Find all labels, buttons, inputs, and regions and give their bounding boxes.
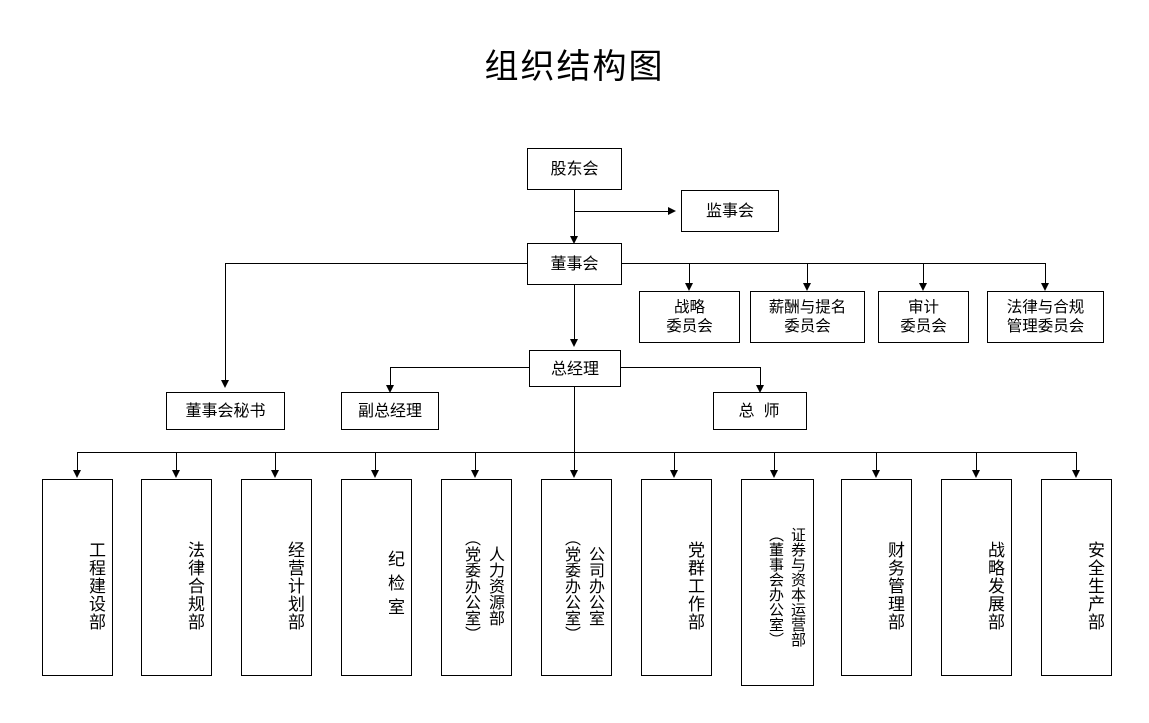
- node-board-secretary[interactable]: 董事会秘书: [166, 392, 285, 430]
- connector-gm-to-chief-h: [620, 367, 761, 369]
- arrowhead-dept-9: [872, 470, 880, 478]
- connector-dept-drop-11: [1076, 452, 1078, 474]
- connector-board-to-secretary-h: [225, 263, 528, 265]
- arrowhead-dept-4: [371, 470, 379, 478]
- node-department-securities-capital-operation[interactable]: 证券与资本运营部 （董事会办公室）: [741, 479, 814, 686]
- connector-gm-to-deputy-v: [390, 367, 392, 389]
- connector-dept-drop-1: [77, 452, 79, 474]
- connector-board-to-gm: [574, 285, 576, 343]
- arrowhead-to-chief-engineer: [756, 385, 764, 393]
- arrowhead-committee-2: [803, 283, 811, 291]
- connector-dept-drop-9: [876, 452, 878, 474]
- connector-dept-drop-3: [275, 452, 277, 474]
- node-committee-strategy[interactable]: 战略 委员会: [639, 291, 740, 343]
- connector-shareholders-to-board: [574, 190, 576, 241]
- connector-committee-drop-3: [923, 263, 925, 287]
- node-chief-engineer[interactable]: 总 师: [713, 392, 807, 430]
- arrowhead-dept-10: [972, 470, 980, 478]
- arrowhead-shareholders-to-board: [570, 236, 578, 244]
- arrowhead-to-board-secretary: [221, 380, 229, 388]
- connector-gm-to-chief-v: [760, 367, 762, 389]
- arrowhead-dept-5: [471, 470, 479, 478]
- connector-trunk-to-supervisors: [574, 211, 671, 213]
- connector-dept-drop-2: [176, 452, 178, 474]
- arrowhead-to-deputy-gm: [386, 385, 394, 393]
- arrowhead-dept-8: [770, 470, 778, 478]
- node-department-safety-production[interactable]: 安全生产部: [1041, 479, 1112, 676]
- node-department-party-mass-work[interactable]: 党群工作部: [641, 479, 712, 676]
- arrowhead-dept-6: [570, 470, 578, 478]
- connector-board-to-secretary-v: [225, 263, 227, 384]
- connector-committee-drop-1: [689, 263, 691, 287]
- node-department-human-resources[interactable]: 人力资源部 （党委办公室）: [441, 479, 512, 676]
- connector-dept-drop-4: [375, 452, 377, 474]
- connector-dept-drop-10: [976, 452, 978, 474]
- node-committee-audit[interactable]: 审计 委员会: [878, 291, 969, 343]
- page-title: 组织结构图: [484, 47, 665, 87]
- node-department-company-office[interactable]: 公司办公室 （党委办公室）: [541, 479, 612, 676]
- node-committee-legal-compliance[interactable]: 法律与合规 管理委员会: [987, 291, 1104, 343]
- arrowhead-dept-11: [1072, 470, 1080, 478]
- connector-board-to-committees-bus: [621, 263, 1046, 265]
- connector-dept-drop-8: [774, 452, 776, 474]
- node-shareholders-meeting[interactable]: 股东会: [527, 148, 622, 190]
- node-department-strategic-development[interactable]: 战略发展部: [941, 479, 1012, 676]
- connector-dept-drop-6: [574, 452, 576, 474]
- connector-committee-drop-4: [1045, 263, 1047, 287]
- node-board-of-supervisors[interactable]: 监事会: [681, 190, 779, 232]
- connector-dept-drop-7: [674, 452, 676, 474]
- arrowhead-dept-7: [670, 470, 678, 478]
- node-general-manager[interactable]: 总经理: [529, 350, 621, 387]
- node-department-business-planning[interactable]: 经营计划部: [241, 479, 312, 676]
- node-committee-compensation-nomination[interactable]: 薪酬与提名 委员会: [750, 291, 865, 343]
- connector-gm-to-deputy-h: [390, 367, 530, 369]
- connector-committee-drop-2: [807, 263, 809, 287]
- arrowhead-committee-4: [1041, 283, 1049, 291]
- arrowhead-dept-3: [271, 470, 279, 478]
- node-department-engineering-construction[interactable]: 工程建设部: [42, 479, 113, 676]
- connector-gm-to-department-bus: [574, 387, 576, 453]
- arrowhead-board-to-gm: [570, 339, 578, 347]
- arrowhead-dept-1: [73, 470, 81, 478]
- node-deputy-general-manager[interactable]: 副总经理: [341, 392, 439, 430]
- node-department-discipline-inspection-office[interactable]: 纪检室: [341, 479, 412, 676]
- arrowhead-to-supervisors: [668, 207, 676, 215]
- arrowhead-committee-3: [919, 283, 927, 291]
- arrowhead-dept-2: [172, 470, 180, 478]
- department-bus-line: [77, 452, 1077, 454]
- connector-dept-drop-5: [475, 452, 477, 474]
- node-board-of-directors[interactable]: 董事会: [527, 243, 622, 285]
- node-department-legal-compliance[interactable]: 法律合规部: [141, 479, 212, 676]
- node-department-financial-management[interactable]: 财务管理部: [841, 479, 912, 676]
- arrowhead-committee-1: [685, 283, 693, 291]
